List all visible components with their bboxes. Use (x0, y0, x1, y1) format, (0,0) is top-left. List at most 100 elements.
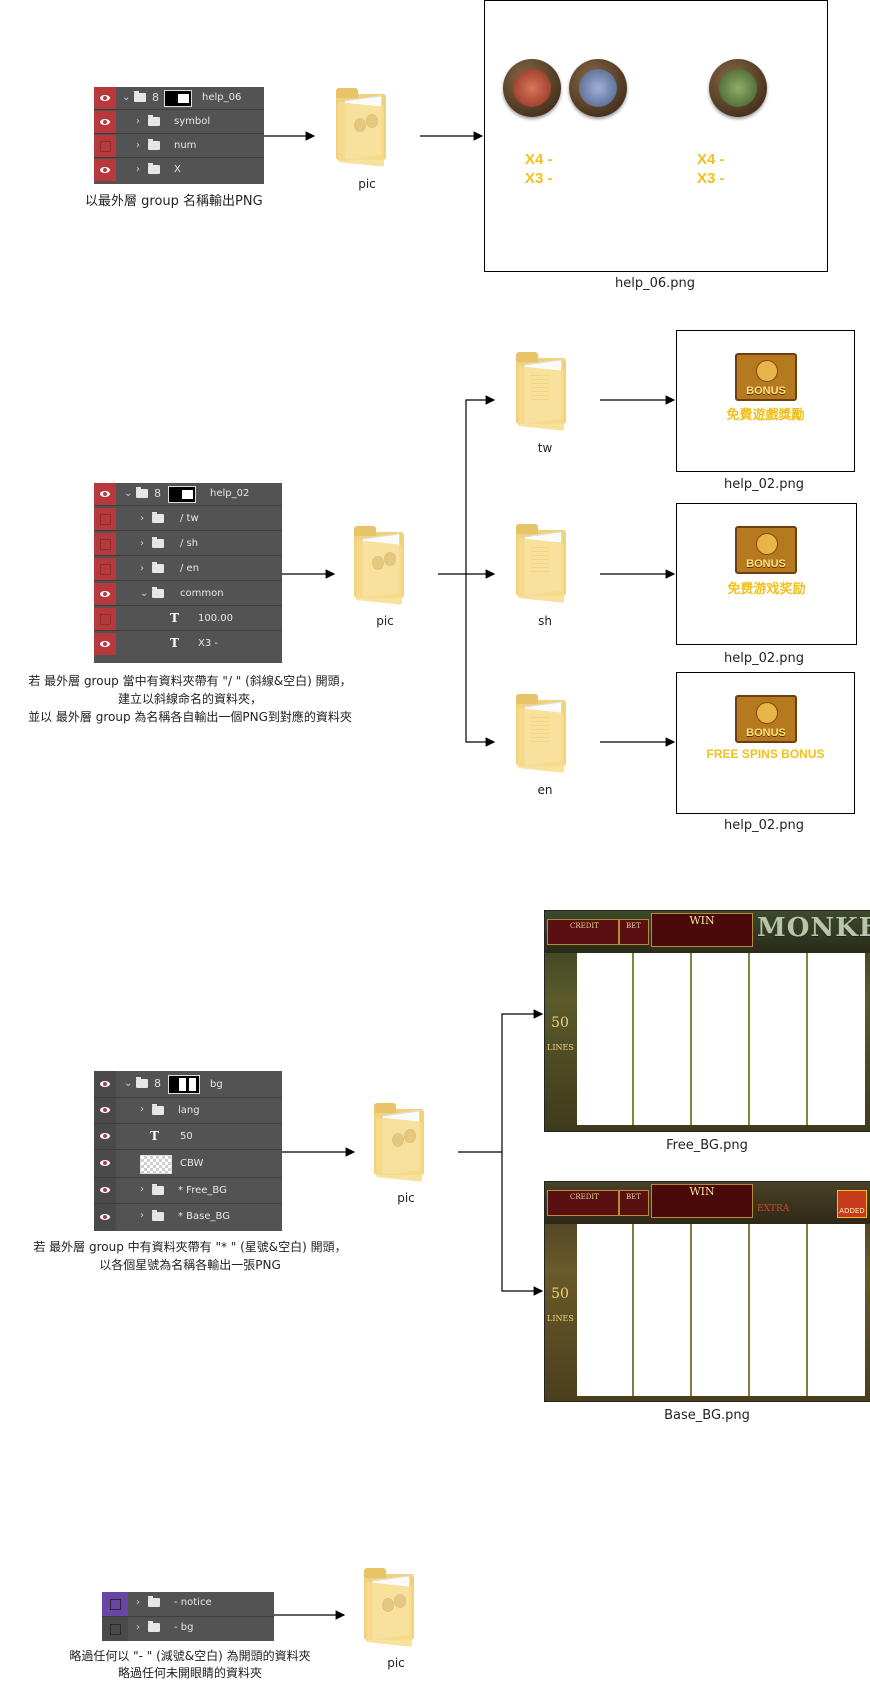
sh-folder-icon (516, 524, 572, 603)
visibility-toggle[interactable] (94, 87, 116, 109)
chevron-right-icon[interactable]: › (136, 164, 140, 175)
folder-icon (148, 139, 160, 150)
layer-row[interactable]: › / en (94, 558, 282, 581)
visibility-toggle[interactable] (94, 1150, 116, 1177)
folder-icon (148, 1596, 160, 1607)
pic-folder-icon (336, 88, 392, 167)
layer-row[interactable]: › - bg (102, 1617, 274, 1641)
layer-row[interactable]: › - notice (102, 1592, 274, 1617)
chevron-right-icon[interactable]: › (136, 1597, 140, 1608)
folder-icon (148, 1621, 160, 1632)
visibility-toggle[interactable] (94, 633, 116, 655)
chevron-right-icon[interactable]: › (136, 116, 140, 127)
visibility-toggle[interactable] (94, 583, 116, 605)
visibility-toggle[interactable] (94, 508, 116, 530)
branch-to-tw (465, 395, 496, 574)
chevron-right-icon[interactable]: › (136, 1622, 140, 1633)
bonus-badge-icon: BONUS (735, 695, 797, 743)
layer-row-group[interactable]: ⌄ 8 help_02 (94, 483, 282, 506)
eye-icon (100, 1187, 110, 1193)
reel-divider (690, 953, 692, 1125)
visibility-toggle[interactable] (94, 608, 116, 630)
chevron-right-icon[interactable]: › (140, 563, 144, 574)
folder-icon (152, 537, 164, 548)
visibility-toggle[interactable] (94, 483, 116, 505)
layer-row[interactable]: › X (94, 159, 264, 181)
layer-name: help_02 (210, 488, 250, 499)
layer-panel-skip: › - notice › - bg (102, 1592, 274, 1641)
sh-output-frame: BONUS 免费游戏奖励 (676, 503, 857, 645)
folder-icon (152, 562, 164, 573)
folder-icon (152, 587, 164, 598)
layer-row[interactable]: › num (94, 135, 264, 158)
visibility-toggle[interactable] (102, 1592, 128, 1616)
lines-label: LINES (547, 1314, 574, 1323)
chevron-right-icon[interactable]: › (136, 140, 140, 151)
chevron-right-icon[interactable]: › (140, 1210, 144, 1221)
visibility-toggle[interactable] (94, 111, 116, 133)
chevron-right-icon[interactable]: › (140, 1184, 144, 1195)
section2-caption-3: 並以 最外層 group 為名稱各自輸出一個PNG到對應的資料夾 (28, 710, 352, 724)
layer-name: 100.00 (198, 613, 233, 624)
tw-bonus-text: 免費遊戲獎勵 (726, 407, 805, 422)
layer-name: X (174, 164, 181, 175)
mask-thumbnail (168, 1075, 200, 1094)
layer-name: bg (210, 1079, 223, 1090)
chevron-down-icon[interactable]: ⌄ (122, 92, 131, 103)
layer-row[interactable]: › / tw (94, 508, 282, 531)
chevron-right-icon[interactable]: › (140, 513, 144, 524)
visibility-toggle[interactable] (94, 159, 116, 181)
win-box: WIN (651, 913, 753, 947)
tw-folder-label: tw (537, 441, 553, 455)
layer-name: - notice (174, 1597, 212, 1608)
chevron-down-icon[interactable]: ⌄ (124, 488, 133, 499)
checkbox-icon (110, 1599, 121, 1610)
layer-row[interactable]: T X3 - (94, 633, 282, 655)
x3-right: X3 - (697, 170, 725, 187)
visibility-toggle[interactable] (94, 1098, 116, 1123)
link-icon: 8 (154, 1077, 161, 1090)
chevron-down-icon[interactable]: ⌄ (140, 588, 149, 599)
eye-icon (100, 95, 110, 101)
visibility-toggle[interactable] (94, 558, 116, 580)
visibility-toggle[interactable] (102, 1617, 128, 1641)
free-bg-filename: Free_BG.png (666, 1138, 748, 1153)
visibility-toggle[interactable] (94, 1124, 116, 1149)
layer-name: * Base_BG (178, 1211, 230, 1222)
visibility-toggle[interactable] (94, 1178, 116, 1203)
layer-name: common (180, 588, 224, 599)
layer-row[interactable]: › * Base_BG (94, 1204, 282, 1231)
eye-icon (100, 167, 110, 173)
chevron-right-icon[interactable]: › (140, 538, 144, 549)
layer-row[interactable]: T 50 (94, 1124, 282, 1150)
visibility-toggle[interactable] (94, 1204, 116, 1231)
reel-divider (690, 1224, 692, 1396)
section1-caption: 以最外層 group 名稱輸出PNG (85, 194, 263, 209)
section3-caption-1: 若 最外層 group 中有資料夾帶有 "* " (星號&空白) 開頭， (33, 1240, 347, 1254)
image-layer-thumbnail (140, 1155, 172, 1174)
layer-name: - bg (174, 1622, 194, 1633)
layer-row[interactable]: › symbol (94, 111, 264, 134)
layer-row[interactable]: T 100.00 (94, 608, 282, 631)
layer-row[interactable]: › * Free_BG (94, 1178, 282, 1204)
checkbox-icon (100, 514, 111, 525)
visibility-toggle[interactable] (94, 533, 116, 555)
layer-row-group[interactable]: ⌄ 8 help_06 (94, 87, 264, 110)
visibility-toggle[interactable] (94, 135, 116, 157)
base-bg-filename: Base_BG.png (664, 1408, 750, 1423)
monkey-title: MONKEY (757, 913, 870, 943)
layer-row[interactable]: ⌄ common (94, 583, 282, 606)
visibility-toggle[interactable] (94, 1071, 116, 1097)
chevron-right-icon[interactable]: › (140, 1104, 144, 1115)
layer-row[interactable]: › lang (94, 1098, 282, 1124)
layer-row-group[interactable]: ⌄ 8 bg (94, 1071, 282, 1098)
layer-row[interactable]: CBW (94, 1150, 282, 1178)
bonus-badge-icon: BONUS (735, 526, 797, 574)
en-filename: help_02.png (723, 818, 805, 833)
folder-label: pic (376, 614, 394, 628)
lines-label: LINES (547, 1043, 574, 1052)
layer-row[interactable]: › / sh (94, 533, 282, 556)
tw-output-frame: BONUS 免費遊戲獎勵 (676, 330, 855, 472)
chevron-down-icon[interactable]: ⌄ (124, 1078, 133, 1089)
checkbox-icon (100, 614, 111, 625)
